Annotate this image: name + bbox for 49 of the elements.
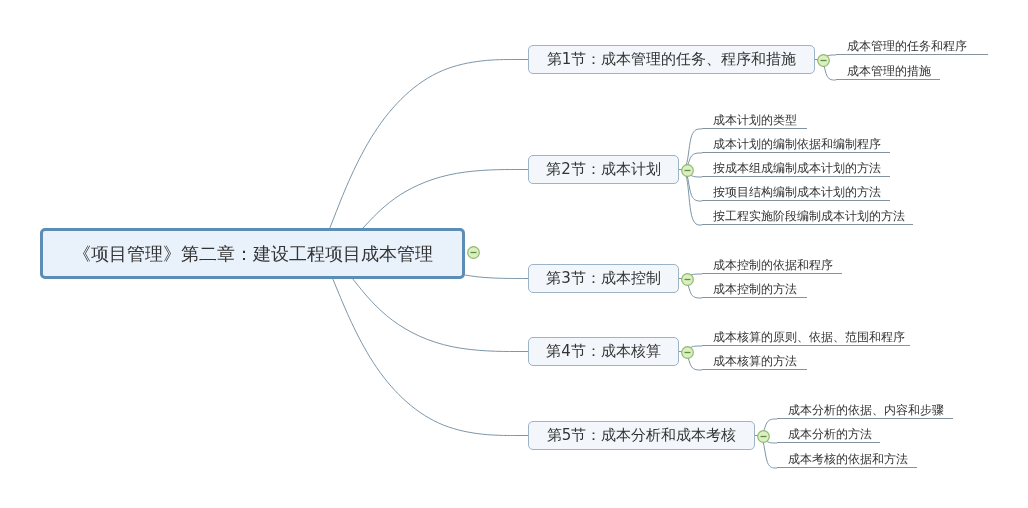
section-title: 第1节：成本管理的任务、程序和措施 bbox=[546, 50, 797, 69]
subtopic-node bbox=[702, 183, 890, 201]
section-title: 第5节：成本分析和成本考核 bbox=[546, 426, 737, 445]
subtopic-label: 成本计划的编制依据和编制程序 bbox=[713, 137, 881, 151]
connector-line bbox=[352, 278, 529, 352]
subtopic-label: 按工程实施阶段编制成本计划的方法 bbox=[713, 209, 905, 223]
subtopic-label: 按项目结构编制成本计划的方法 bbox=[713, 185, 881, 199]
subtopic-label: 成本计划的类型 bbox=[713, 113, 797, 127]
subtopic-label: 成本分析的方法 bbox=[788, 427, 872, 441]
subtopic-label: 成本核算的原则、依据、范围和程序 bbox=[713, 330, 905, 344]
section-title: 第4节：成本核算 bbox=[546, 342, 661, 361]
subtopic-label: 成本核算的方法 bbox=[713, 354, 797, 368]
section-box bbox=[528, 155, 679, 184]
section-box bbox=[528, 337, 679, 366]
subtopic-node bbox=[702, 135, 890, 153]
section-box bbox=[528, 45, 815, 74]
subtopic-node bbox=[836, 37, 988, 55]
section-title: 第2节：成本计划 bbox=[546, 160, 661, 179]
connector-line bbox=[332, 278, 529, 436]
root-topic-box bbox=[40, 228, 465, 279]
subtopic-label: 按成本组成编制成本计划的方法 bbox=[713, 161, 881, 175]
connector-line bbox=[754, 435, 778, 469]
connector-line bbox=[329, 59, 529, 229]
subtopic-node bbox=[702, 352, 807, 370]
connector-line bbox=[464, 274, 529, 279]
subtopic-label: 成本管理的措施 bbox=[847, 64, 931, 78]
subtopic-label: 成本考核的依据和方法 bbox=[788, 452, 908, 466]
root-title: 《项目管理》第二章：建设工程项目成本管理 bbox=[72, 241, 433, 266]
connector-line bbox=[678, 278, 703, 299]
subtopic-node bbox=[836, 62, 940, 80]
subtopic-label: 成本控制的依据和程序 bbox=[713, 258, 833, 272]
connector-line bbox=[814, 59, 837, 81]
section-title: 第3节：成本控制 bbox=[546, 269, 661, 288]
subtopic-label: 成本分析的依据、内容和步骤 bbox=[788, 403, 944, 417]
subtopic-label: 成本控制的方法 bbox=[713, 282, 797, 296]
subtopic-node bbox=[702, 159, 890, 177]
subtopic-node bbox=[702, 111, 807, 129]
subtopic-node bbox=[702, 207, 913, 225]
subtopic-node bbox=[702, 328, 910, 346]
connector-line bbox=[678, 351, 703, 371]
section-box bbox=[528, 264, 679, 293]
connector-line bbox=[362, 169, 529, 229]
section-box bbox=[528, 421, 755, 450]
subtopic-node bbox=[777, 425, 880, 443]
subtopic-node bbox=[702, 256, 842, 274]
subtopic-label: 成本管理的任务和程序 bbox=[847, 39, 967, 53]
subtopic-node bbox=[777, 401, 953, 419]
subtopic-node bbox=[702, 280, 807, 298]
subtopic-node bbox=[777, 450, 917, 468]
